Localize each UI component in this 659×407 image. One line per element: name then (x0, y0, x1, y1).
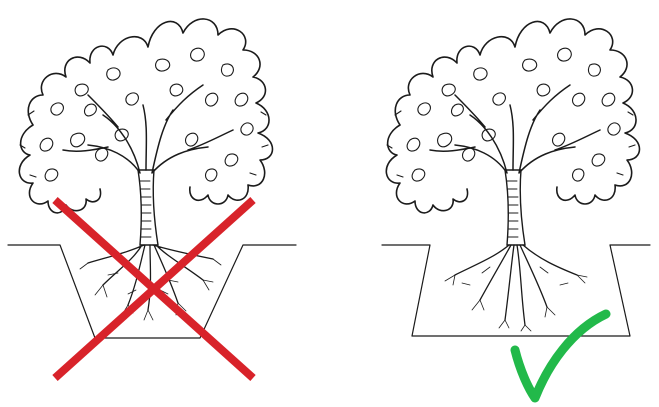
green-checkmark-icon (515, 314, 606, 398)
panel-correct (382, 19, 650, 398)
panel-incorrect (8, 19, 296, 378)
root-system-right (445, 245, 587, 331)
tree-drawing-left (19, 19, 272, 245)
tree-drawing-right (386, 19, 639, 245)
ground-line-right (382, 245, 650, 336)
